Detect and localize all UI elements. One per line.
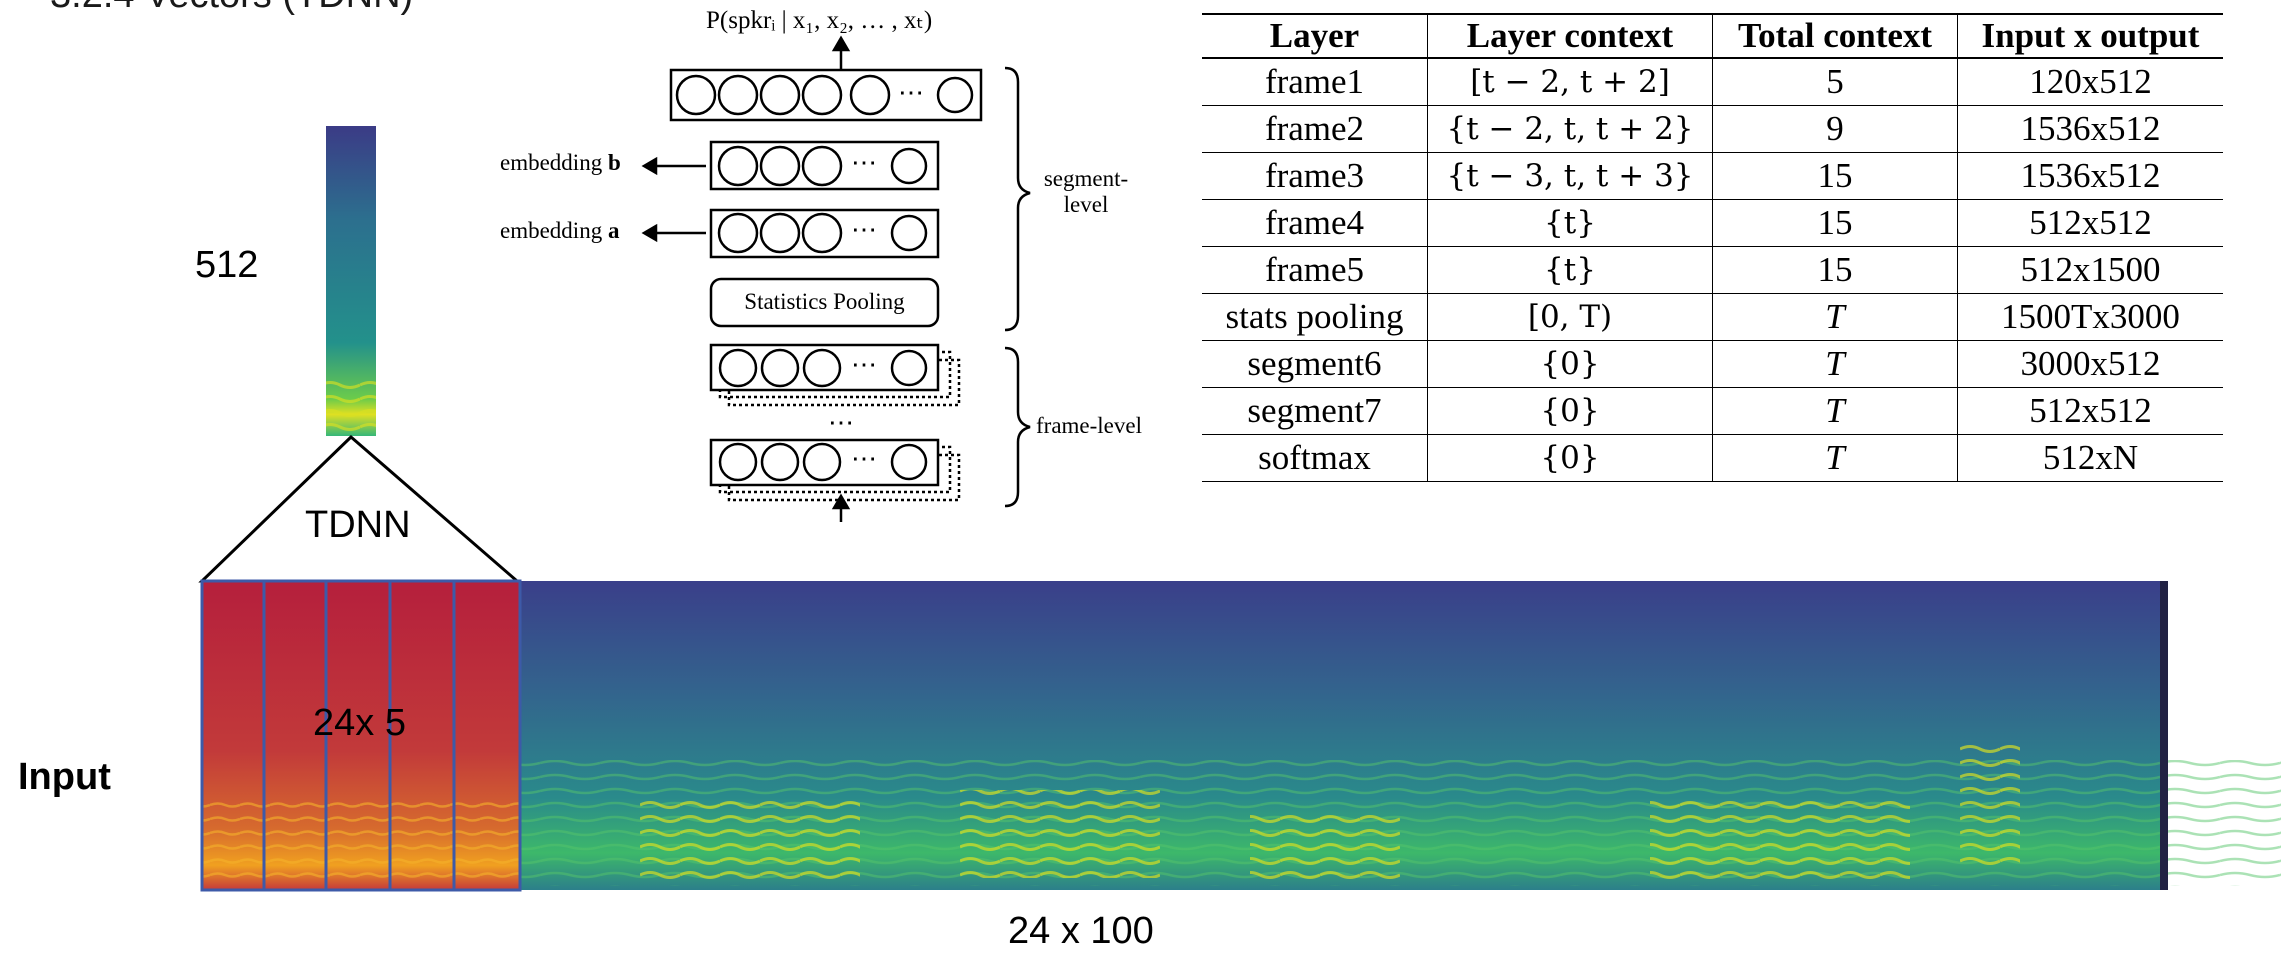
total-cell: T	[1712, 434, 1958, 482]
ellipsis: ⋯	[851, 350, 877, 379]
table-header: Input x output	[1957, 13, 2223, 59]
total-cell: T	[1712, 293, 1958, 341]
segment-level-label: segment-level	[1043, 166, 1129, 217]
io-cell: 1536x512	[1957, 152, 2223, 200]
context-cell: {t − 2, t, t + 2}	[1427, 105, 1713, 153]
frame-level-label: frame-level	[1036, 413, 1142, 438]
embedding-a-label: embedding a	[500, 218, 620, 243]
table-header-row: Layer Layer context Total context Input …	[1202, 13, 2223, 59]
io-cell: 512xN	[1957, 434, 2223, 482]
window-size-label: 24x 5	[313, 702, 406, 744]
input-label: Input	[18, 756, 111, 798]
io-cell: 512x512	[1957, 199, 2223, 247]
total-cell: 15	[1712, 246, 1958, 294]
layer-cell: frame1	[1202, 58, 1428, 106]
layer-cell: frame3	[1202, 152, 1428, 200]
table-row: frame2 {t − 2, t, t + 2} 9 1536x512	[1202, 105, 2223, 153]
total-cell: 5	[1712, 58, 1958, 106]
io-cell: 512x512	[1957, 387, 2223, 435]
table-header: Layer context	[1427, 13, 1713, 59]
table-row: frame3 {t − 3, t, t + 3} 15 1536x512	[1202, 152, 2223, 200]
table-row: stats pooling [0, T) T 1500Tx3000	[1202, 293, 2223, 341]
layer-cell: segment6	[1202, 340, 1428, 388]
layer-cell: softmax	[1202, 434, 1428, 482]
statistics-pooling-label: Statistics Pooling	[744, 289, 905, 314]
table-row: frame4 {t} 15 512x512	[1202, 199, 2223, 247]
layer-cell: segment7	[1202, 387, 1428, 435]
layer-cell: frame5	[1202, 246, 1428, 294]
io-cell: 1536x512	[1957, 105, 2223, 153]
context-cell: {t − 3, t, t + 3}	[1427, 152, 1713, 200]
ellipsis: ⋯	[851, 444, 877, 473]
input-size-label: 24 x 100	[1008, 910, 1154, 952]
io-cell: 3000x512	[1957, 340, 2223, 388]
table-header: Layer	[1202, 13, 1428, 59]
context-cell: {0}	[1427, 340, 1713, 388]
slide-title: 3.2.4 Vectors (TDNN)	[50, 0, 413, 17]
total-cell: 15	[1712, 199, 1958, 247]
table-header: Total context	[1712, 13, 1958, 59]
io-cell: 120x512	[1957, 58, 2223, 106]
ellipsis: ⋯	[851, 148, 877, 177]
total-cell: T	[1712, 340, 1958, 388]
layer-cell: frame2	[1202, 105, 1428, 153]
vector-dim-label: 512	[195, 244, 259, 286]
layers-ellipsis: ⋯	[828, 408, 854, 437]
output-probability-label: P(spkrᵢ | x₁, x₂, … , xₜ)	[706, 7, 933, 34]
table-row: frame1 [t − 2, t + 2] 5 120x512	[1202, 58, 2223, 106]
layer-cell: frame4	[1202, 199, 1428, 247]
tdnn-label: TDNN	[305, 504, 411, 546]
table-row: segment6 {0} T 3000x512	[1202, 340, 2223, 388]
context-cell: {0}	[1427, 387, 1713, 435]
context-cell: [t − 2, t + 2]	[1427, 58, 1713, 106]
table-row: frame5 {t} 15 512x1500	[1202, 246, 2223, 294]
total-cell: 15	[1712, 152, 1958, 200]
total-cell: T	[1712, 387, 1958, 435]
io-cell: 1500Tx3000	[1957, 293, 2223, 341]
io-cell: 512x1500	[1957, 246, 2223, 294]
layer-cell: stats pooling	[1202, 293, 1428, 341]
table-row: softmax {0} T 512xN	[1202, 434, 2223, 482]
context-cell: {t}	[1427, 246, 1713, 294]
context-cell: {t}	[1427, 199, 1713, 247]
layer-table: Layer Layer context Total context Input …	[1202, 13, 2223, 482]
table-row: segment7 {0} T 512x512	[1202, 387, 2223, 435]
context-cell: {0}	[1427, 434, 1713, 482]
total-cell: 9	[1712, 105, 1958, 153]
context-cell: [0, T)	[1427, 293, 1713, 341]
ellipsis: ⋯	[851, 215, 877, 244]
ellipsis: ⋯	[898, 78, 924, 107]
embedding-b-label: embedding b	[500, 150, 621, 175]
